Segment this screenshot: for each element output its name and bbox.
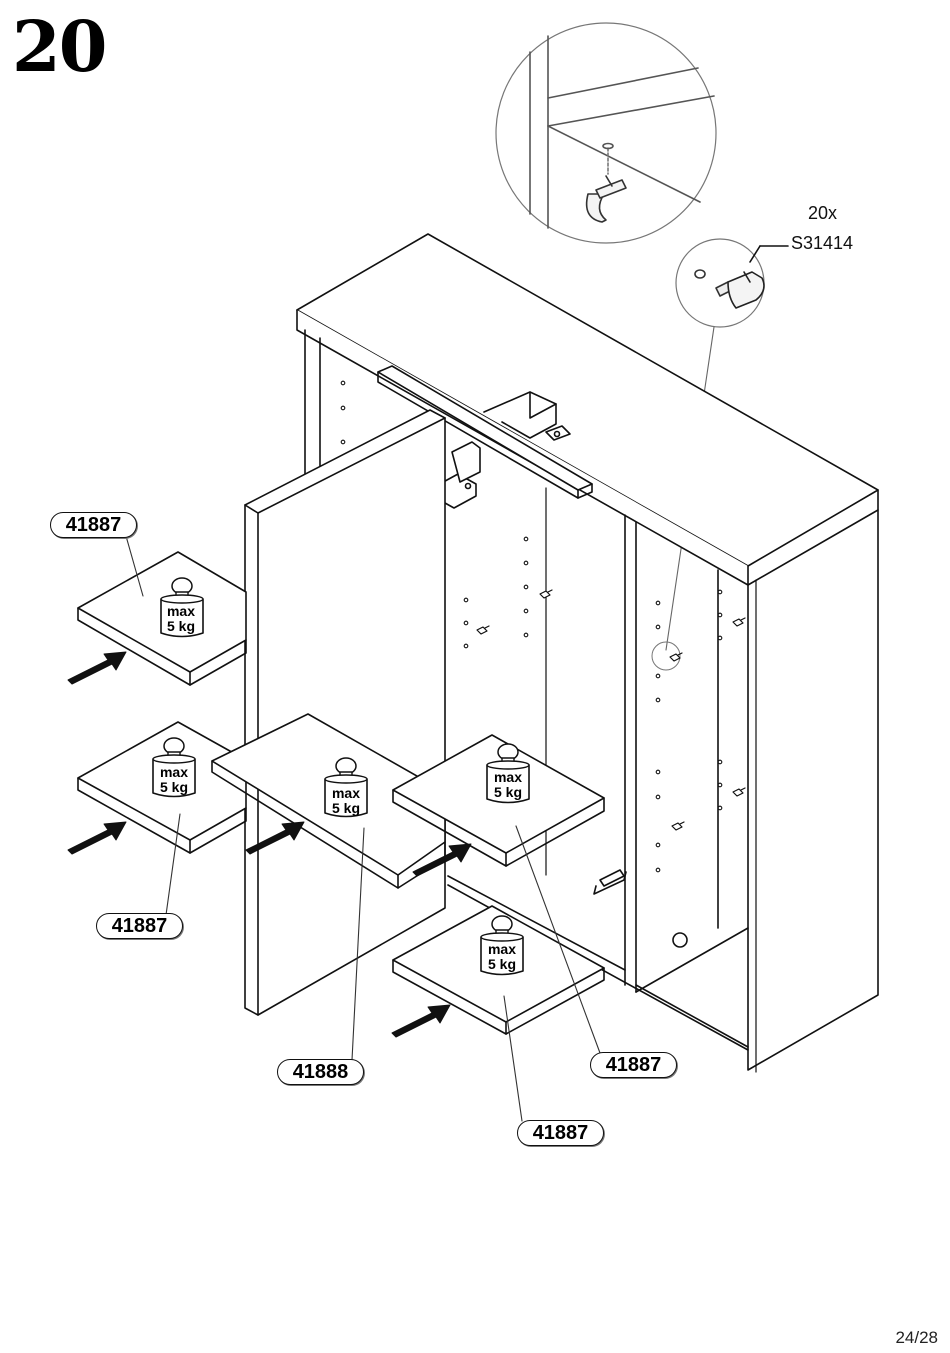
page-number: 24/28 <box>895 1328 938 1347</box>
hardware-quantity: 20x <box>808 203 838 223</box>
part-label-shelf-1: 41887 <box>50 512 137 538</box>
weight-icon <box>152 737 196 798</box>
insert-arrow-icon <box>67 821 127 855</box>
part-label-shelf-5: 41887 <box>517 1120 604 1146</box>
weight-icon <box>324 757 368 818</box>
weight-icon <box>486 743 530 804</box>
part-label-shelf-3: 41888 <box>277 1059 364 1085</box>
weight-icons <box>152 577 530 976</box>
step-number: 20 <box>12 5 107 88</box>
weight-icon <box>480 915 524 976</box>
leader-lines <box>125 535 601 1122</box>
part-label-shelf-2: 41887 <box>96 913 183 939</box>
insert-arrow-icon <box>67 651 127 685</box>
insert-arrow-icon <box>391 1004 451 1038</box>
insert-arrow-icon <box>245 821 305 855</box>
weight-icon <box>160 577 204 638</box>
shelf-support-pin-icon <box>665 238 789 651</box>
detail-zoom-circle <box>495 22 717 244</box>
insert-arrow-icon <box>412 843 472 877</box>
insert-arrows <box>67 651 472 1038</box>
hardware-code: S31414 <box>791 233 854 253</box>
part-label-shelf-4: 41887 <box>590 1052 677 1078</box>
